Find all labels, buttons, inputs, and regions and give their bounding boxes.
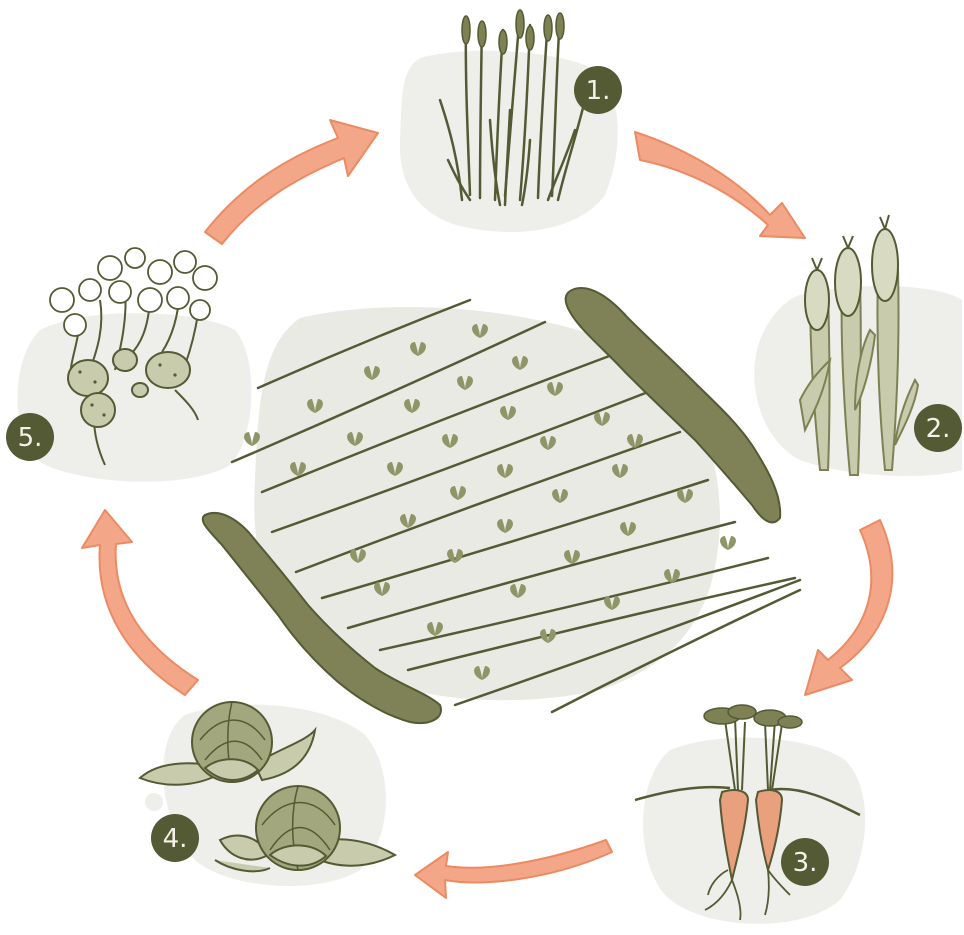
stage-3-badge: 3.: [781, 838, 829, 886]
stage-5-background: [18, 313, 252, 482]
seedling-icon: [720, 536, 736, 550]
stage-2-badge: 2.: [914, 404, 962, 452]
grass-seedheads: [462, 10, 564, 54]
arrow-2-to-3: [805, 520, 892, 695]
stage-3-background: [643, 738, 865, 924]
stage-5-number: 5.: [18, 423, 43, 453]
stage-3-number: 3.: [793, 848, 818, 878]
stage-5-badge: 5.: [6, 413, 54, 461]
stage-1-badge: 1.: [574, 66, 622, 114]
arrow-5-to-1: [205, 120, 378, 244]
stage-4-dot: [145, 793, 163, 811]
stage-4-badge: 4.: [151, 814, 199, 862]
arrow-1-to-2: [635, 132, 805, 238]
stage-1-number: 1.: [586, 76, 611, 106]
stage-2-number: 2.: [926, 414, 951, 444]
arrow-4-to-5: [82, 510, 198, 695]
stage-4-number: 4.: [163, 824, 188, 854]
arrow-3-to-4: [415, 840, 612, 898]
